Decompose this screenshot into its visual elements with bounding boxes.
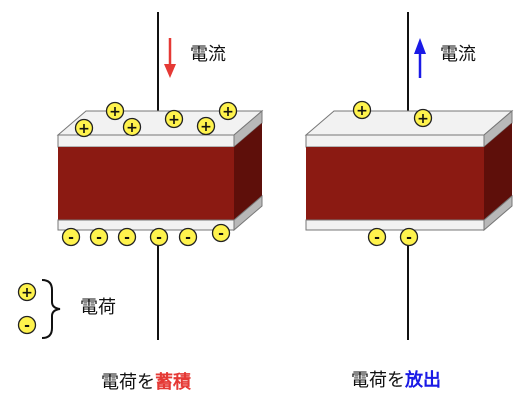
dielectric-front	[58, 147, 234, 220]
legend-label: 電荷	[80, 297, 116, 318]
current-arrow-up	[414, 38, 426, 78]
svg-text:+: +	[78, 121, 90, 137]
svg-text:+: +	[126, 120, 138, 136]
charge-minus: -	[399, 227, 419, 247]
bottom-plate-side-face	[483, 194, 513, 232]
svg-text:-: -	[68, 230, 74, 246]
legend-plus-charge: +	[17, 282, 37, 302]
svg-text:-: -	[156, 230, 162, 246]
legend: + -	[17, 279, 61, 339]
dielectric-side	[234, 123, 262, 220]
charge-minus: -	[178, 227, 198, 247]
charge-plus: +	[105, 101, 125, 121]
svg-text:+: +	[222, 104, 234, 120]
capacitor-charging: + + + + + + - - - - - -	[56, 12, 264, 340]
svg-text:-: -	[24, 318, 30, 334]
top-plate-top-face	[304, 110, 514, 136]
charge-plus: +	[218, 101, 238, 121]
svg-text:+: +	[356, 103, 368, 119]
svg-text:+: +	[168, 112, 180, 128]
bottom-plate-side-face	[233, 194, 263, 232]
charge-minus: -	[367, 227, 387, 247]
legend-brace-icon	[41, 279, 61, 339]
capacitor-discharging: + + - -	[304, 12, 514, 340]
svg-text:-: -	[374, 230, 380, 246]
caption-accent-discharge: 放出	[405, 370, 441, 391]
caption-prefix: 電荷を	[101, 372, 155, 393]
current-label-discharging: 電流	[440, 44, 476, 65]
svg-text:+: +	[417, 111, 429, 127]
charge-minus: -	[149, 227, 169, 247]
caption-prefix: 電荷を	[351, 370, 405, 391]
svg-text:+: +	[200, 119, 212, 135]
caption-discharging: 電荷を放出	[351, 372, 441, 390]
bottom-plate-front-face	[57, 219, 235, 231]
current-label-charging: 電流	[190, 44, 226, 65]
charge-plus: +	[74, 118, 94, 138]
top-plate-front-face	[305, 134, 485, 148]
bottom-plate-front-face	[305, 219, 485, 231]
svg-text:+: +	[21, 285, 33, 301]
charge-minus: -	[61, 227, 81, 247]
svg-text:-: -	[185, 230, 191, 246]
charge-minus: -	[211, 223, 231, 243]
svg-text:-: -	[124, 230, 130, 246]
current-arrow-down	[164, 38, 176, 78]
charge-plus: +	[352, 100, 372, 120]
legend-minus-charge: -	[17, 315, 37, 335]
svg-text:-: -	[406, 230, 412, 246]
dielectric-side	[484, 123, 512, 220]
charge-minus: -	[89, 227, 109, 247]
svg-text:-: -	[96, 230, 102, 246]
charge-plus: +	[122, 117, 142, 137]
svg-text:-: -	[218, 226, 224, 242]
charge-plus: +	[196, 116, 216, 136]
svg-text:+: +	[109, 104, 121, 120]
charge-plus: +	[164, 109, 184, 129]
charge-plus: +	[413, 108, 433, 128]
caption-accent-accumulate: 蓄積	[155, 372, 191, 393]
caption-charging: 電荷を蓄積	[101, 374, 191, 392]
charge-minus: -	[117, 227, 137, 247]
dielectric-front	[306, 147, 484, 220]
